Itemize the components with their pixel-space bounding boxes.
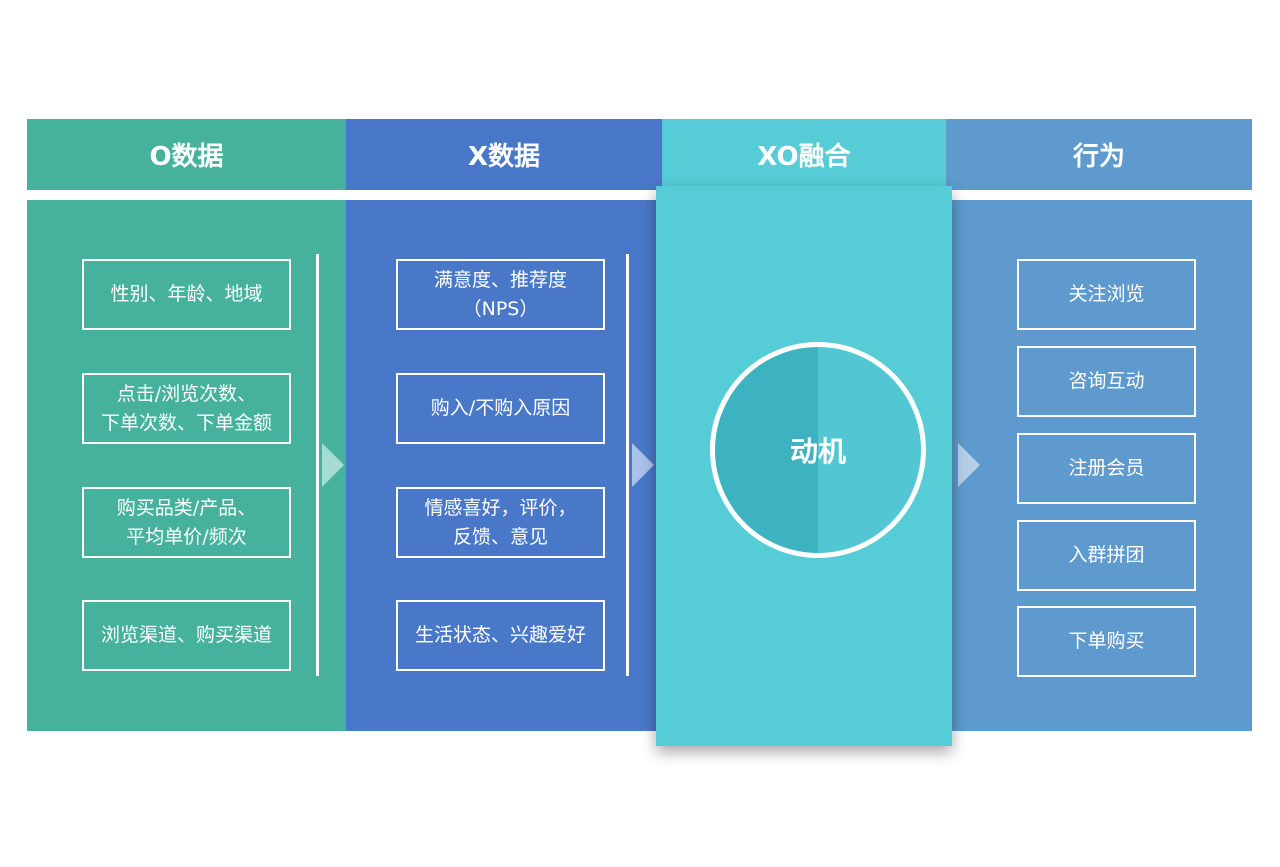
header-o-data: O数据 [27,119,346,190]
header-xo-fusion-label: XO融合 [757,142,851,172]
arrow-right-icon [322,443,344,487]
o-data-item-demographics: 性别、年龄、地域 [82,259,291,330]
behavior-item-consult: 咨询互动 [1017,346,1196,417]
arrow-right-icon [958,443,980,487]
header-xo-fusion: XO融合 [662,119,946,190]
behavior-item-follow-browse: 关注浏览 [1017,259,1196,330]
x-data-item-satisfaction-nps: 满意度、推荐度 （NPS） [396,259,605,330]
x-data-item-lifestyle: 生活状态、兴趣爱好 [396,600,605,671]
o-data-item-clicks-orders: 点击/浏览次数、 下单次数、下单金额 [82,373,291,444]
o-data-item-channels: 浏览渠道、购买渠道 [82,600,291,671]
header-behavior: 行为 [946,119,1252,190]
behavior-item-order: 下单购买 [1017,606,1196,677]
o-data-divider [316,254,319,676]
header-o-data-label: O数据 [149,142,224,172]
header-x-data-label: X数据 [467,142,541,172]
x-data-item-purchase-reasons: 购入/不购入原因 [396,373,605,444]
arrow-right-icon [632,443,654,487]
motivation-label: 动机 [789,435,846,468]
o-data-item-category-price: 购买品类/产品、 平均单价/频次 [82,487,291,558]
header-behavior-label: 行为 [1072,142,1125,172]
panel-x-data [346,200,658,731]
x-data-divider [626,254,629,676]
header-x-data: X数据 [346,119,662,190]
motivation-circle: 动机 [710,342,926,558]
behavior-item-register: 注册会员 [1017,433,1196,504]
panel-behavior [946,200,1252,731]
x-data-item-feedback: 情感喜好，评价， 反馈、意见 [396,487,605,558]
panel-o-data [27,200,346,731]
behavior-item-group-buy: 入群拼团 [1017,520,1196,591]
